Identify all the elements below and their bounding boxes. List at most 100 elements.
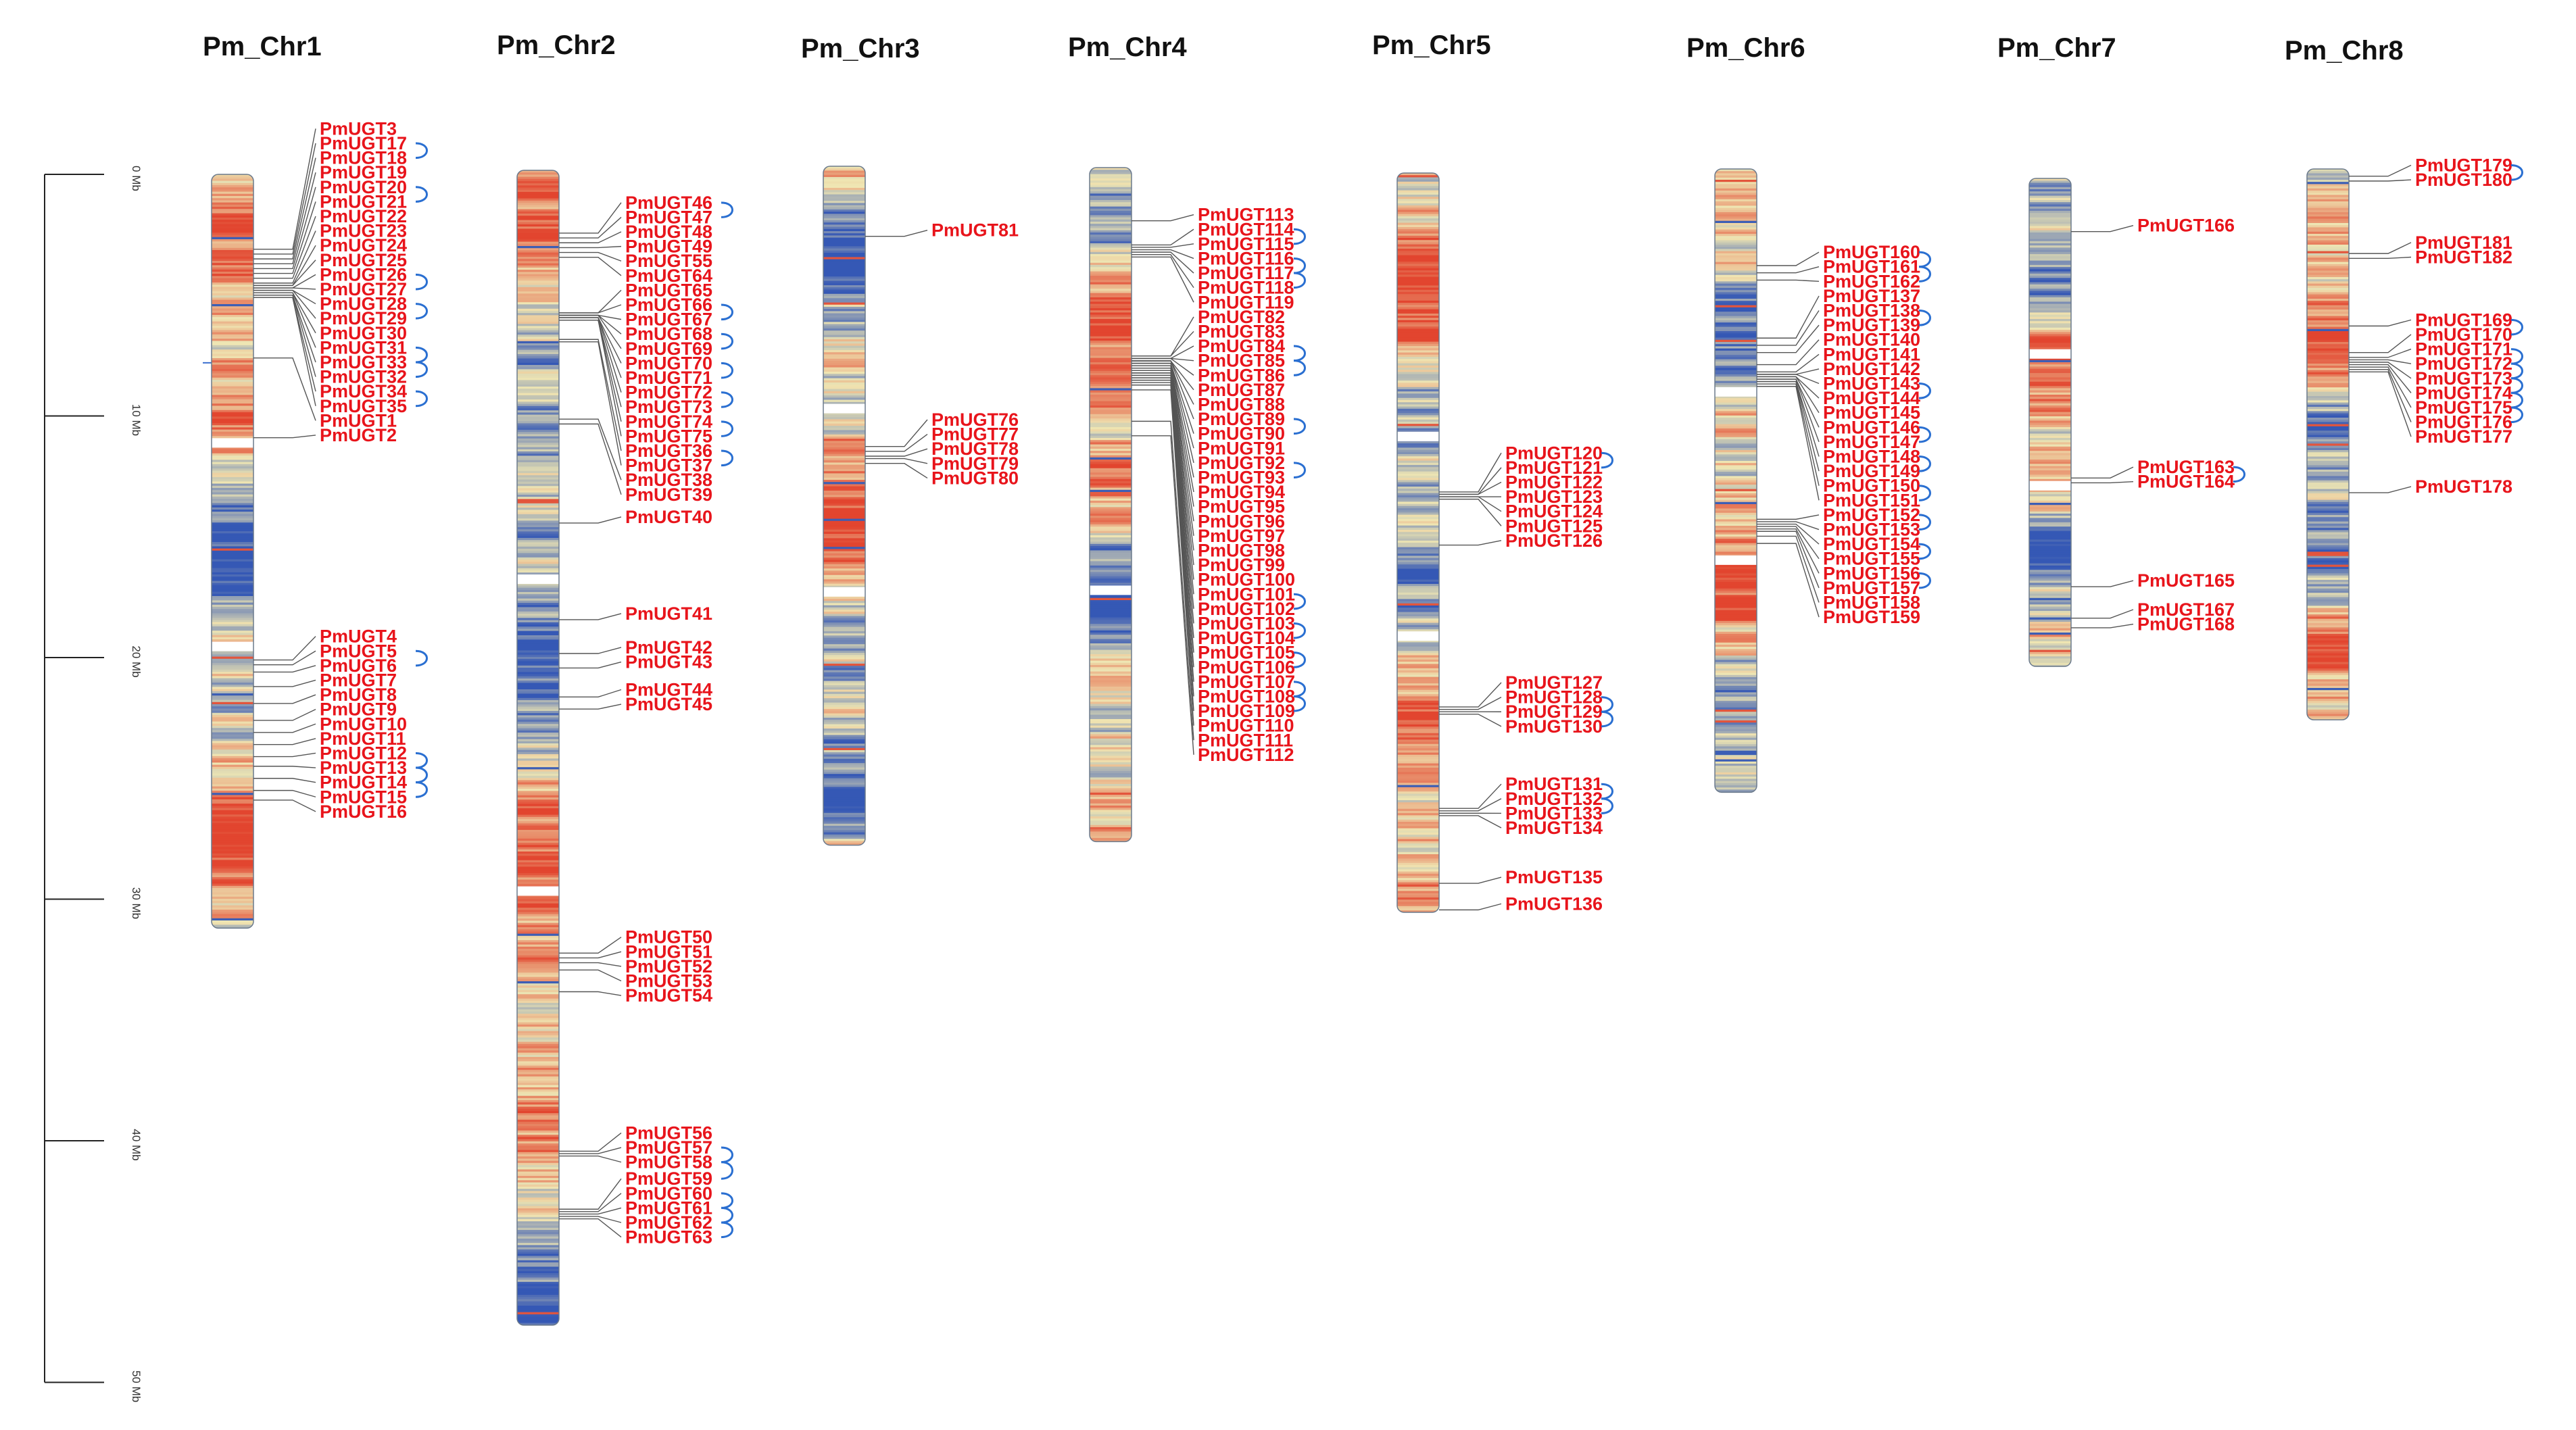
density-stripe <box>2029 606 2071 610</box>
density-stripe <box>212 704 253 707</box>
density-stripe <box>517 1169 559 1172</box>
density-stripe <box>823 439 865 441</box>
density-stripe <box>1715 346 1757 349</box>
density-stripe <box>2029 325 2071 328</box>
density-stripe <box>517 1041 559 1045</box>
density-stripe <box>1715 606 1757 608</box>
density-stripe <box>517 508 559 510</box>
gene-label: PmUGT146 <box>1823 417 1920 437</box>
density-stripe <box>1090 429 1132 432</box>
density-stripe <box>517 200 559 203</box>
density-stripe <box>2029 360 2071 363</box>
density-stripe <box>517 432 559 435</box>
density-stripe <box>212 890 253 893</box>
gene-label: PmUGT113 <box>1198 205 1294 225</box>
density-stripe <box>2307 255 2349 258</box>
density-stripe <box>517 360 559 364</box>
gene-connector <box>1757 266 1820 274</box>
gene-label: PmUGT49 <box>625 237 712 257</box>
density-stripe <box>823 291 865 295</box>
density-stripe <box>1397 346 1439 349</box>
density-stripe <box>212 658 253 662</box>
density-stripe <box>2029 449 2071 451</box>
density-stripe <box>1090 563 1132 566</box>
density-stripe <box>2307 483 2349 485</box>
density-stripe <box>212 512 253 514</box>
gene-connector <box>1439 682 1502 708</box>
density-stripe <box>212 618 253 620</box>
duplication-arc <box>415 649 428 667</box>
density-stripe <box>517 214 559 216</box>
density-stripe <box>1090 619 1132 622</box>
density-stripe <box>2029 604 2071 607</box>
gene-connector <box>1439 697 1502 710</box>
density-stripe <box>517 1297 559 1300</box>
density-stripe <box>517 438 559 441</box>
density-stripe <box>823 622 865 625</box>
duplication-arc <box>415 361 428 378</box>
density-stripe <box>823 547 865 549</box>
density-stripe <box>212 477 253 480</box>
density-stripe <box>1715 274 1757 278</box>
density-stripe <box>823 568 865 571</box>
density-stripe <box>1090 455 1132 458</box>
density-stripe <box>1090 639 1132 642</box>
density-stripe <box>517 1111 559 1114</box>
gene-connector <box>1757 526 1820 560</box>
density-stripe <box>1397 175 1439 178</box>
density-stripe <box>1397 685 1439 688</box>
density-stripe <box>823 750 865 753</box>
density-stripe <box>517 1306 559 1308</box>
density-stripe <box>2029 195 2071 199</box>
density-stripe <box>212 719 253 722</box>
density-stripe <box>1090 208 1132 212</box>
density-stripe <box>1397 443 1439 446</box>
density-stripe <box>2307 326 2349 330</box>
density-stripe <box>1090 550 1132 553</box>
density-stripe <box>1397 287 1439 291</box>
density-stripe <box>823 378 865 381</box>
density-stripe <box>1397 454 1439 457</box>
density-stripe <box>1397 501 1439 504</box>
density-stripe <box>212 723 253 726</box>
density-stripe <box>1397 525 1439 528</box>
density-stripe <box>517 308 559 312</box>
density-stripe <box>2029 217 2071 220</box>
density-stripe <box>1397 666 1439 669</box>
density-stripe <box>212 200 253 203</box>
density-stripe <box>212 877 253 880</box>
density-stripe <box>1715 380 1757 384</box>
density-stripe <box>517 730 559 733</box>
density-stripe <box>1397 547 1439 550</box>
density-stripe <box>517 1052 559 1056</box>
density-stripe <box>212 747 253 750</box>
chromosome-title: Pm_Chr7 <box>1997 33 2116 63</box>
density-stripe <box>1715 342 1757 345</box>
gene-label: PmUGT22 <box>320 206 407 226</box>
density-stripe <box>1715 328 1757 332</box>
density-stripe <box>2307 664 2349 667</box>
density-stripe <box>1397 597 1439 599</box>
gene-connector <box>559 317 622 393</box>
density-stripe <box>1397 724 1439 727</box>
density-stripe <box>2029 518 2071 520</box>
gene-connector <box>2349 334 2412 353</box>
density-stripe <box>1090 174 1132 177</box>
density-stripe <box>212 847 253 849</box>
gene-label: PmUGT47 <box>625 207 712 227</box>
density-stripe <box>517 594 559 597</box>
density-stripe <box>212 751 253 754</box>
chromosome-4: Pm_Chr4PmUGT113PmUGT114PmUGT115PmUGT116P… <box>1068 32 1306 843</box>
density-stripe <box>1090 388 1132 391</box>
density-stripe <box>2307 207 2349 211</box>
density-stripe <box>1090 803 1132 806</box>
density-stripe <box>1090 777 1132 780</box>
density-stripe <box>1090 799 1132 802</box>
density-stripe <box>212 528 253 532</box>
gene-label: PmUGT156 <box>1823 563 1920 583</box>
density-stripe <box>212 518 253 521</box>
density-stripe <box>2307 537 2349 539</box>
density-stripe <box>2029 535 2071 538</box>
density-stripe <box>517 661 559 664</box>
density-stripe <box>1397 203 1439 206</box>
